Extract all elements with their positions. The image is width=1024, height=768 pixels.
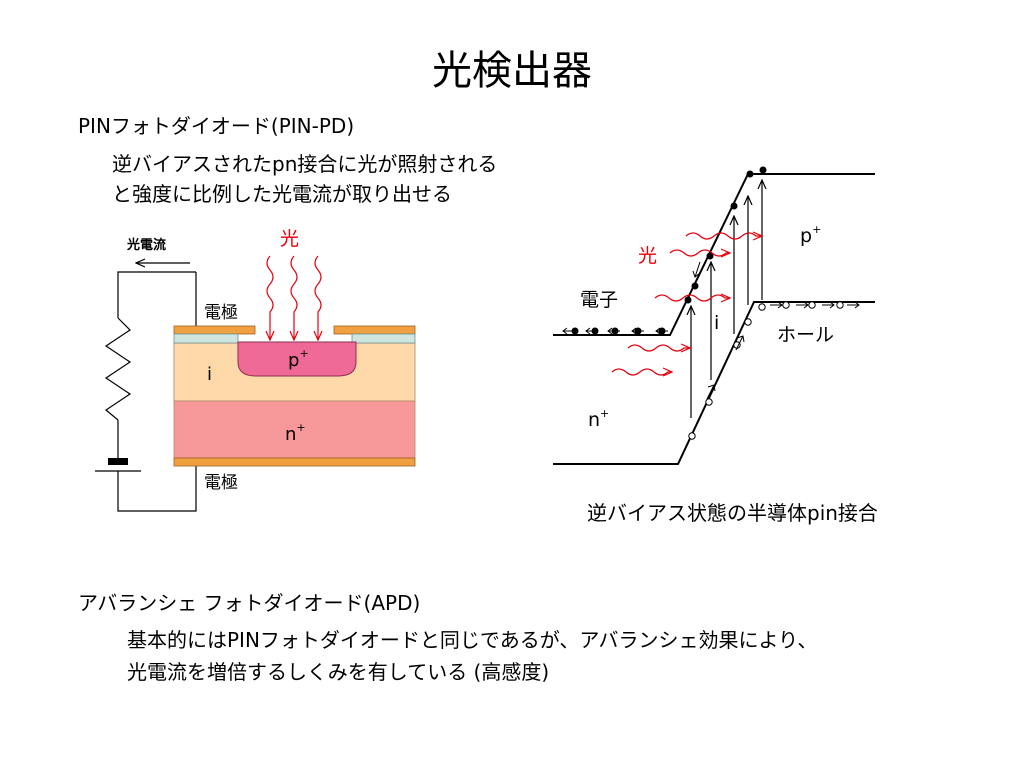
p-region (237, 341, 357, 377)
excitation-arrows (691, 180, 762, 418)
resistor-icon (104, 317, 132, 421)
i-region-label: i (207, 364, 212, 385)
section1-heading: PINフォトダイオード(PIN-PD) (78, 114, 355, 138)
oxide-left (173, 333, 239, 344)
section1-line2: と強度に比例した光電流が取り出せる (112, 182, 452, 206)
bottom-electrode-label: 電極 (204, 473, 238, 493)
section2-heading: アバランシェ フォトダイオード(APD) (78, 591, 421, 615)
light-waves (611, 233, 762, 375)
holes (688, 301, 844, 440)
circuit-wire (117, 271, 175, 318)
section1-line1: 逆バイアスされたpn接合に光が照射される (112, 152, 498, 176)
section2-line1: 基本的にはPINフォトダイオードと同じであるが、アバランシェ効果により、 (127, 628, 818, 652)
band-diagram-caption: 逆バイアス状態の半導体pin接合 (587, 501, 878, 525)
electron-drift-arrows (562, 261, 701, 335)
top-electrode-right (333, 325, 416, 335)
oxide-right (351, 333, 416, 344)
circuit-wire (117, 466, 197, 512)
hole-drift-arrows (706, 301, 860, 400)
n-region (173, 400, 416, 459)
incident-light-rays (267, 255, 321, 340)
top-electrode-left (173, 325, 256, 335)
band-p-label: p+ (800, 223, 821, 247)
band-n-label: n+ (588, 407, 609, 431)
n-region-label: n+ (285, 421, 306, 445)
pin-device-diagram: 光電流 電極 電極 p+ i n+ 光 (95, 228, 416, 512)
band-i-label: i (714, 312, 719, 334)
band-light-label: 光 (638, 245, 657, 267)
electron-label: 電子 (580, 289, 618, 311)
current-label: 光電流 (126, 237, 166, 253)
p-region-label: p+ (288, 347, 309, 371)
hole-label: ホール (777, 324, 834, 346)
light-label: 光 (280, 228, 299, 250)
bottom-electrode (173, 457, 416, 467)
section2-line2: 光電流を増倍するしくみを有している (高感度) (127, 660, 550, 684)
valence-band (553, 301, 875, 465)
band-diagram: 光 電子 ホール p+ i n+ (553, 166, 875, 465)
top-electrode-label: 電極 (204, 303, 238, 323)
page-title: 光検出器 (432, 48, 592, 94)
battery-icon (108, 458, 128, 465)
